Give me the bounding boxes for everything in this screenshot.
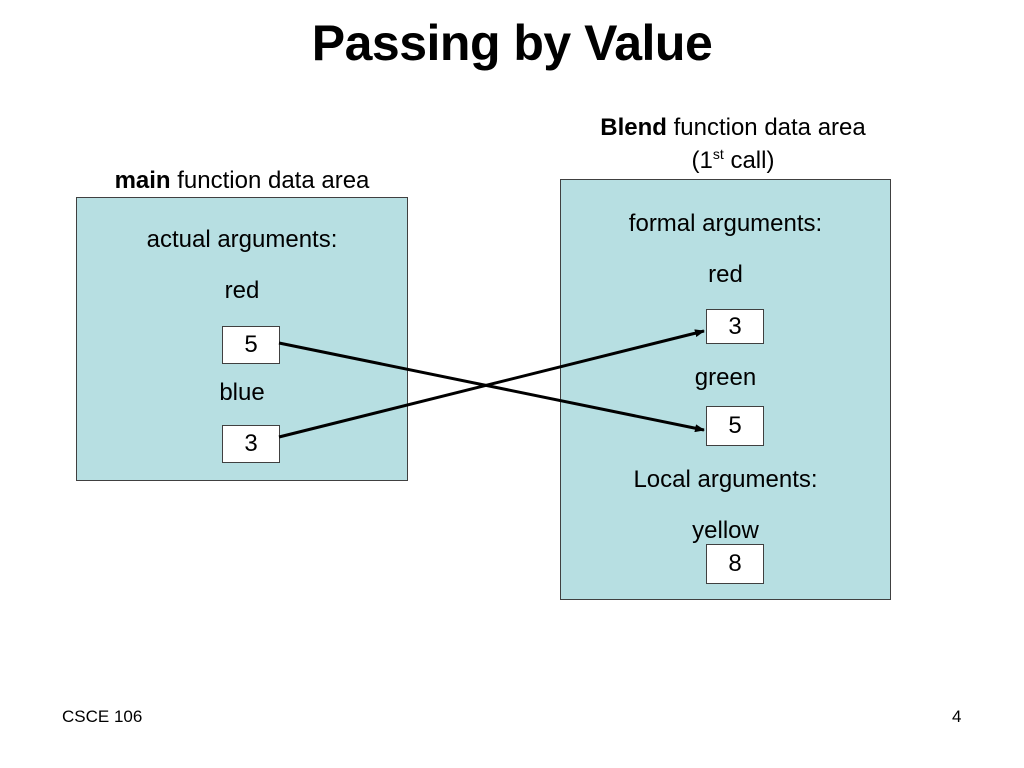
blend-data-area: formal arguments: red 3 green 5 Local ar… xyxy=(560,179,891,600)
blend-area-caption: Blend function data area (1st call) xyxy=(545,111,921,177)
blend-var-yellow-label: yellow xyxy=(692,517,759,544)
blend-caption-bold: Blend xyxy=(600,114,667,141)
blend-var-red-label: red xyxy=(708,261,743,288)
main-var-red-value: 5 xyxy=(222,326,280,364)
blend-caption-line2-sup: st xyxy=(712,146,724,162)
footer-course: CSCE 106 xyxy=(62,707,143,726)
blend-var-yellow-value: 8 xyxy=(706,544,764,584)
blend-caption-line2-post: call) xyxy=(723,147,775,174)
main-area-caption: main function data area xyxy=(76,164,408,197)
footer-page-number: 4 xyxy=(952,707,962,726)
main-var-red-label: red xyxy=(224,277,260,304)
main-data-area: actual arguments: red 5 blue 3 xyxy=(76,197,408,481)
slide-title: Passing by Value xyxy=(311,15,713,71)
main-caption-bold: main xyxy=(114,167,171,194)
main-var-blue-value: 3 xyxy=(222,425,280,463)
local-arguments-label: Local arguments: xyxy=(633,466,818,493)
blend-var-red-value: 3 xyxy=(706,309,764,344)
blend-var-green-label: green xyxy=(694,364,757,391)
main-var-blue-label: blue xyxy=(219,379,265,406)
blend-caption-rest: function data area xyxy=(666,114,866,141)
actual-arguments-label: actual arguments: xyxy=(146,226,338,253)
main-caption-rest: function data area xyxy=(170,167,370,194)
blend-var-green-value: 5 xyxy=(706,406,764,446)
formal-arguments-label: formal arguments: xyxy=(628,210,823,237)
blend-caption-line2-pre: (1 xyxy=(691,147,713,174)
